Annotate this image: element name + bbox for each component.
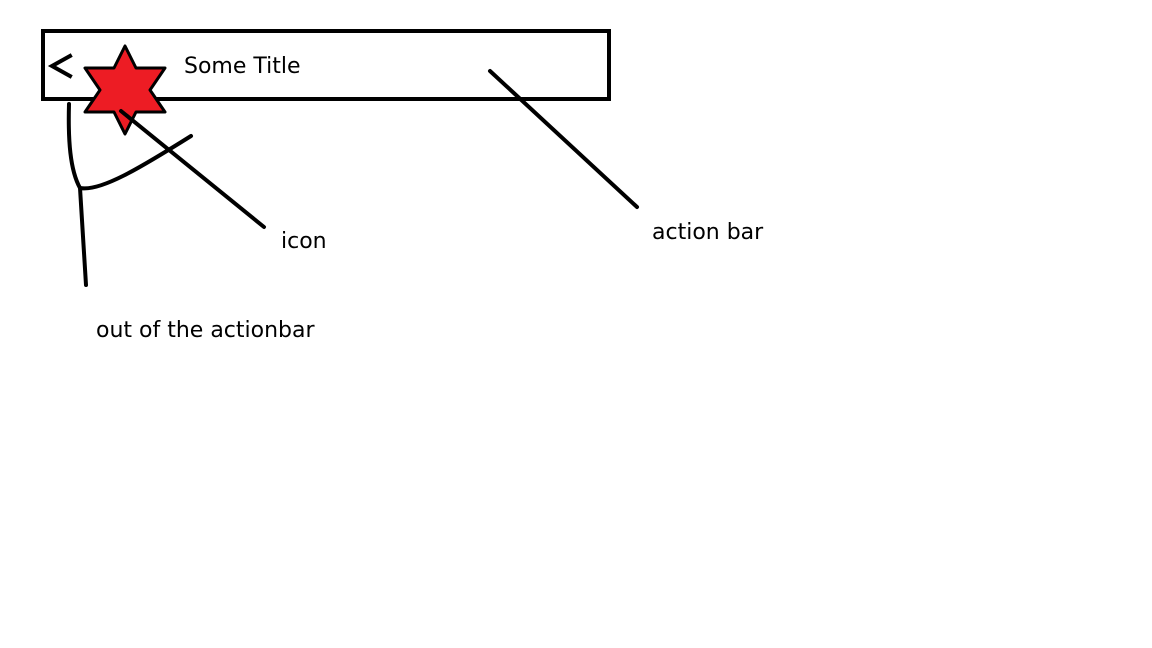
action-bar-annotation-label: action bar [652, 220, 764, 245]
chevron-left-icon[interactable] [47, 53, 73, 79]
brace-stem-line [78, 186, 88, 287]
icon-pointer-line [119, 109, 266, 229]
action-bar-pointer-line [488, 69, 639, 209]
out-of-actionbar-annotation-label: out of the actionbar [96, 318, 315, 343]
icon-annotation-label: icon [281, 229, 327, 254]
star-icon[interactable] [83, 44, 167, 136]
action-bar-title: Some Title [184, 54, 301, 79]
